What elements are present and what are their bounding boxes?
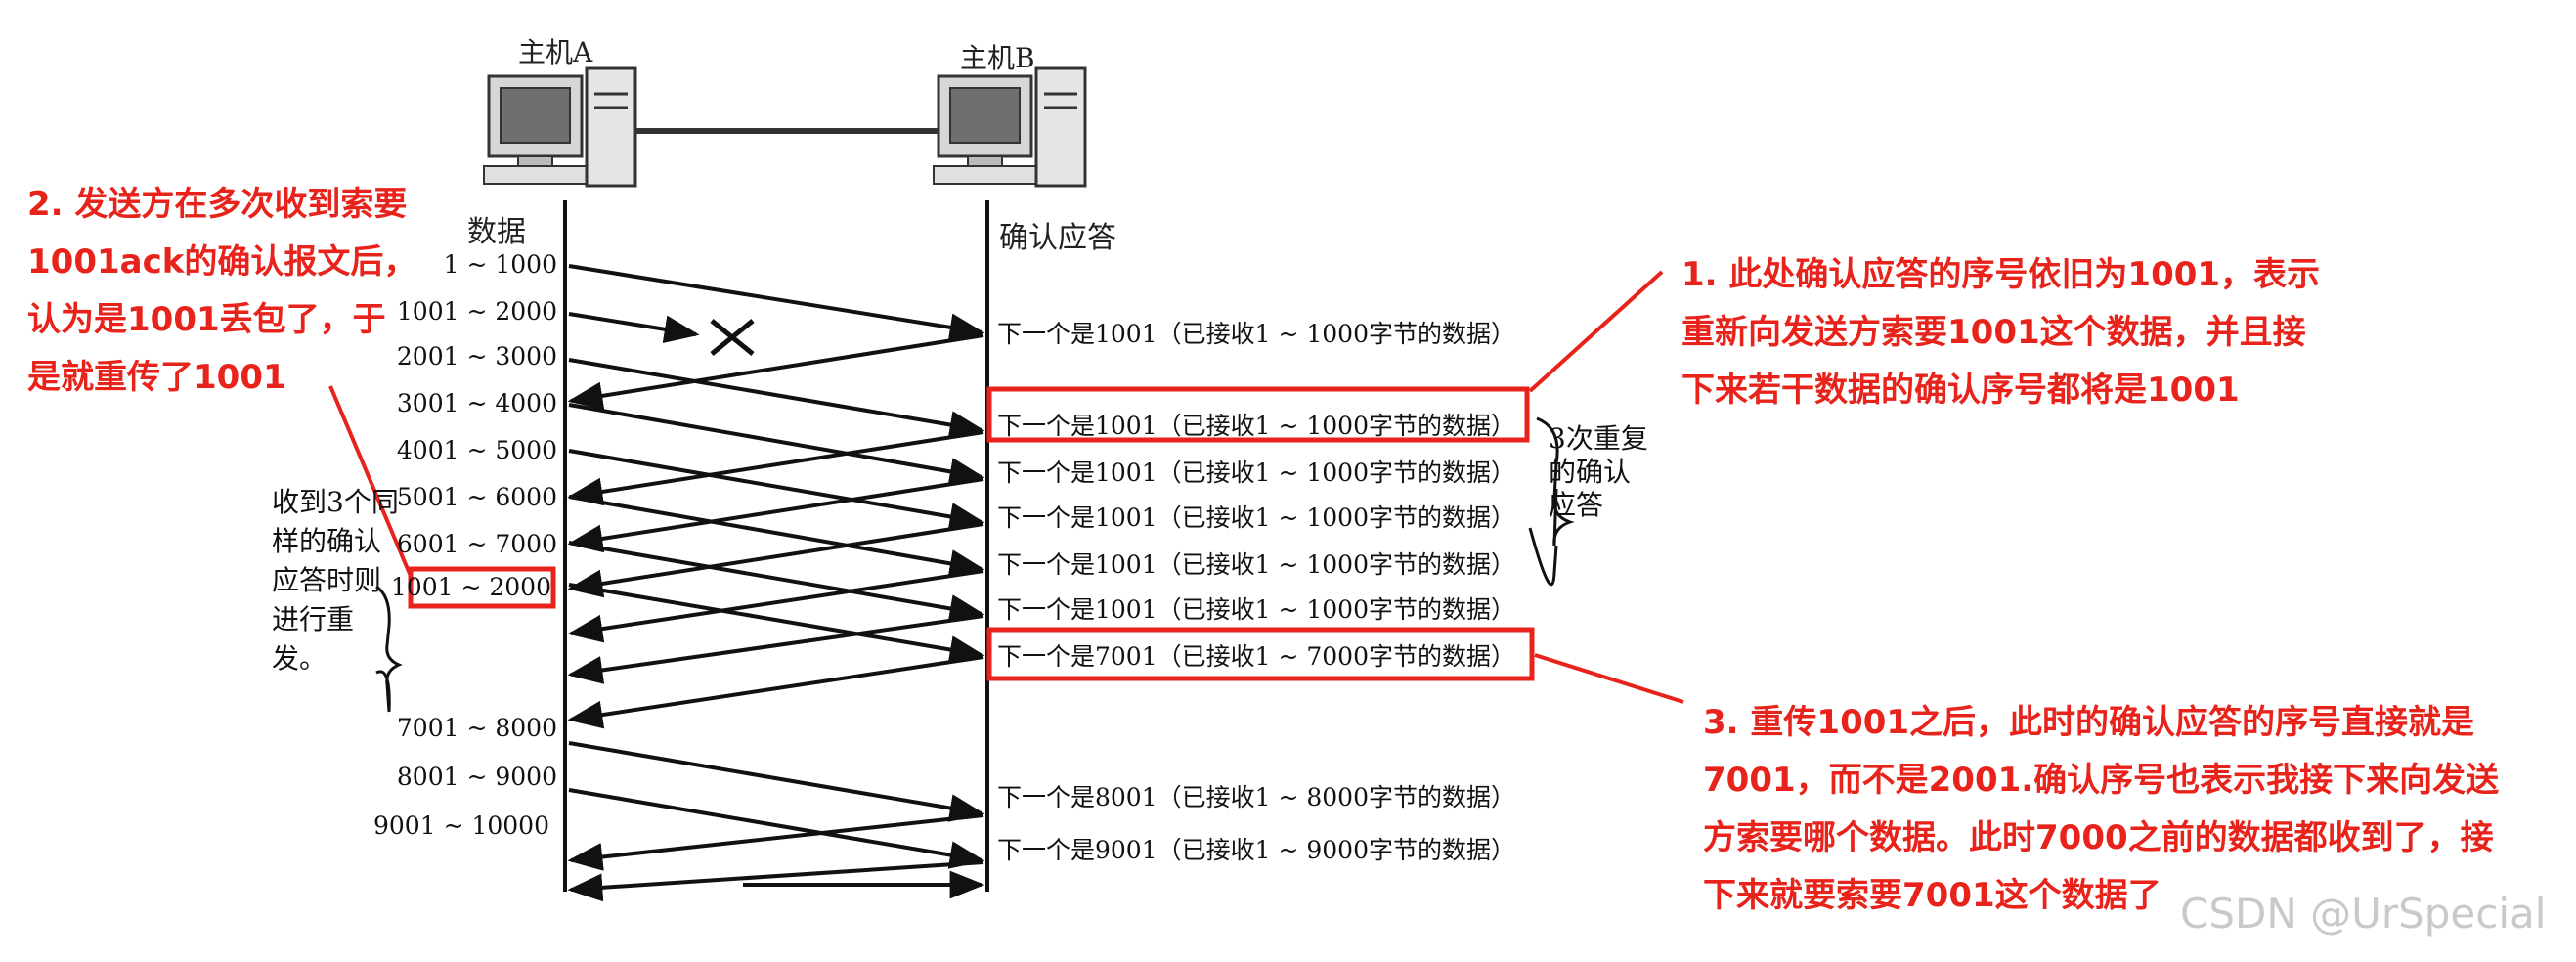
segment-label: 6001 ~ 7000 [396,530,557,558]
host-a-computer-icon [483,66,637,188]
segment-label-retransmit: 1001 ~ 2000 [390,573,551,601]
segment-label: 4001 ~ 5000 [396,436,557,464]
ack-label: 下一个是1001（已接收1 ~ 1000字节的数据） [997,550,1515,579]
host-a-label: 主机A [518,36,593,68]
segment-label: 1001 ~ 2000 [396,297,557,326]
left-note-brace [375,585,403,713]
ack-label: 下一个是1001（已接收1 ~ 1000字节的数据） [997,320,1515,348]
retransmit-highlight-box [408,566,556,609]
ack-arrows [567,333,984,902]
ack-label: 下一个是7001（已接收1 ~ 7000字节的数据） [997,642,1515,671]
ack-label: 下一个是9001（已接收1 ~ 9000字节的数据） [997,836,1515,864]
segment-label: 2001 ~ 3000 [396,342,557,371]
ack-highlight-box-1 [986,386,1530,443]
ack-highlight-box-2 [986,627,1535,681]
packet-loss-x-icon [710,319,755,356]
retransmit-rule-note: 收到3个同样的确认应答时则进行重发。 [272,486,399,675]
duplicate-ack-brace [1528,416,1575,587]
segment-label: 5001 ~ 6000 [396,483,557,511]
annotation-3: 3. 重传1001之后，此时的确认应答的序号直接就是7001，而不是2001.确… [1703,703,2500,915]
data-column-header: 数据 [467,215,526,249]
ack-label: 下一个是1001（已接收1 ~ 1000字节的数据） [997,595,1515,624]
segment-label: 3001 ~ 4000 [396,389,557,417]
ack-label: 下一个是1001（已接收1 ~ 1000字节的数据） [997,412,1515,440]
host-b-computer-icon [933,66,1087,188]
annotation-2: 2. 发送方在多次收到索要1001ack的确认报文后，认为是1001丢包了，于是… [27,185,417,397]
watermark: CSDN @UrSpecial [2180,890,2547,938]
segment-label: 8001 ~ 9000 [396,763,557,791]
annotation-1: 1. 此处确认应答的序号依旧为1001，表示重新向发送方索要1001这个数据，并… [1681,255,2321,410]
annotation-pointer-lines [328,270,1684,704]
ack-label: 下一个是1001（已接收1 ~ 1000字节的数据） [997,503,1515,532]
ack-label: 下一个是1001（已接收1 ~ 1000字节的数据） [997,459,1515,487]
host-b-label: 主机B [960,42,1035,74]
duplicate-ack-note: 3次重复的确认应答 [1549,422,1648,521]
data-segment-arrows [568,264,985,899]
segment-label: 1 ~ 1000 [443,250,557,279]
segment-label: 9001 ~ 10000 [373,811,549,840]
ack-column-header: 确认应答 [999,221,1116,255]
ack-label: 下一个是8001（已接收1 ~ 8000字节的数据） [997,783,1515,811]
segment-label: 7001 ~ 8000 [396,714,557,742]
